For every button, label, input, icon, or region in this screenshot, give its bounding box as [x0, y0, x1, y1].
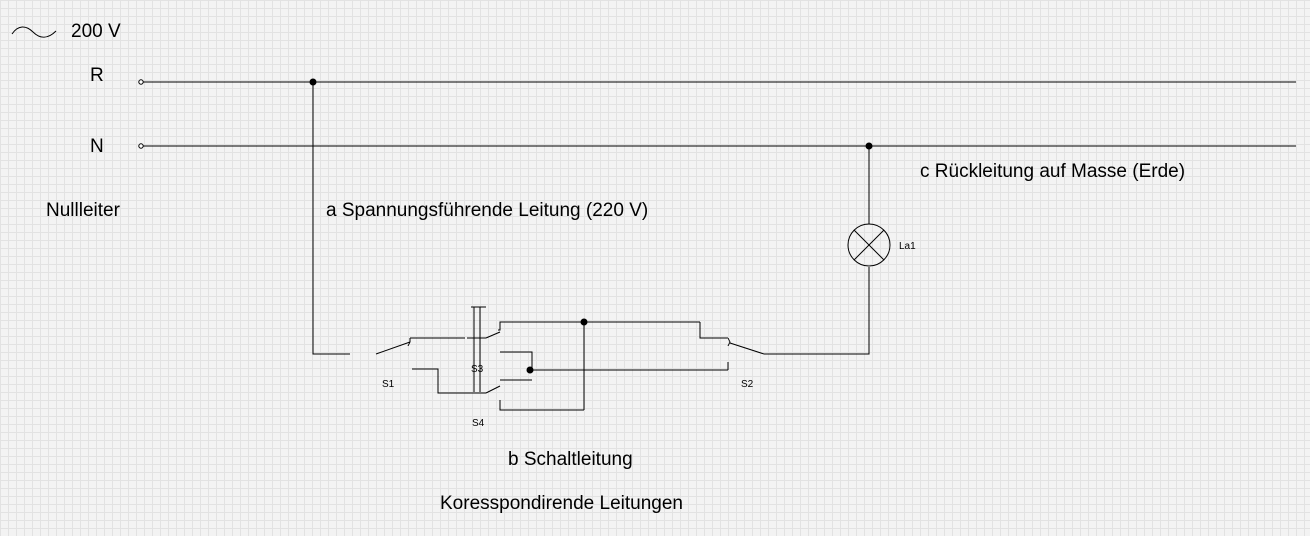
- switch-s2-label: S2: [741, 379, 754, 390]
- lamp-la1: [847, 223, 891, 267]
- lamp-label: La1: [899, 241, 916, 252]
- ac-symbol-icon: [11, 26, 57, 38]
- switch-s3: [467, 306, 584, 411]
- switch-s3-label: S3: [471, 364, 484, 375]
- switched-line-b: [764, 267, 870, 355]
- switch-s2: [699, 322, 765, 370]
- supply-voltage-label: 200 V: [71, 21, 121, 42]
- nullleiter-label: Nullleiter: [46, 200, 120, 221]
- line-b-label: b Schaltleitung: [508, 449, 633, 470]
- rail-r-label: R: [90, 65, 104, 86]
- switch-s1: [375, 337, 467, 394]
- corresponding-lines-label: Koresspondirende Leitungen: [440, 493, 683, 514]
- switch-s4-label: S4: [472, 418, 485, 429]
- switch-s1-label: S1: [382, 379, 395, 390]
- feed-line-a: [312, 82, 350, 355]
- rail-n-label: N: [90, 136, 104, 157]
- terminal-n: [138, 143, 144, 149]
- corresponding-lines: [526, 318, 728, 410]
- terminal-r: [138, 79, 144, 85]
- line-c-label: c Rückleitung auf Masse (Erde): [920, 161, 1186, 182]
- line-a-label: a Spannungsführende Leitung (220 V): [326, 200, 649, 221]
